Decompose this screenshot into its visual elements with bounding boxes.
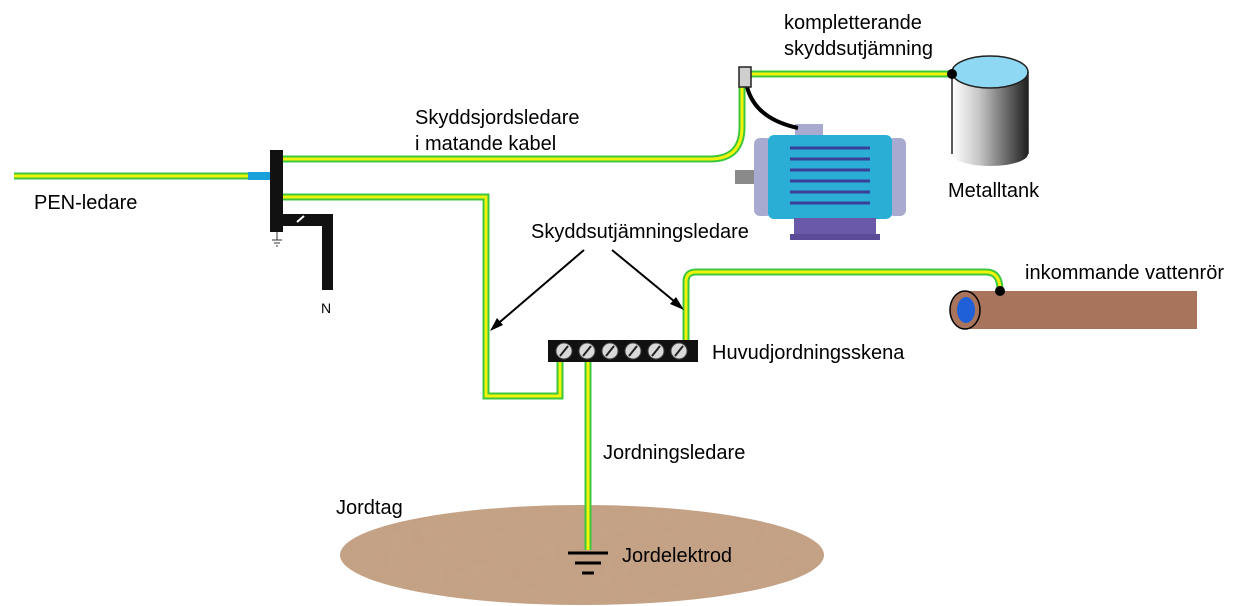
protective-earth-wire: [282, 84, 746, 163]
label-incoming-water-pipe: inkommande vattenrör: [1025, 262, 1224, 284]
label-earth-electrode: Jordelektrod: [622, 545, 732, 567]
label-main-earth-bar: Huvudjordningsskena: [712, 342, 905, 364]
small-earth-icon: [272, 232, 282, 247]
label-metal-tank: Metalltank: [948, 180, 1040, 202]
bonding-arrows: [490, 249, 684, 331]
main-earth-bar: [548, 340, 698, 362]
label-earthing-conductor: Jordningsledare: [603, 442, 745, 464]
metal-tank-icon: [951, 55, 1029, 166]
motor-fins: [790, 146, 870, 205]
motor-cable: [744, 81, 799, 130]
bar-screws: [555, 342, 688, 360]
pen-split-terminal: [270, 150, 333, 290]
water-pipe-icon: [949, 290, 1197, 330]
label-supplementary-2: skyddsutjämning: [784, 38, 933, 60]
pipe-connection-dot: [995, 286, 1005, 296]
label-bonding-conductors: Skyddsutjämningsledare: [531, 221, 749, 243]
electric-motor-icon: [735, 124, 906, 240]
ground-symbol-icon: [568, 551, 608, 575]
label-protective-earth-1: Skyddsjordsledare: [415, 107, 580, 129]
tank-connection-dot: [947, 69, 957, 79]
bonding-conductor-right: [682, 268, 1004, 342]
label-earth: Jordtag: [336, 497, 403, 519]
bonding-clamp: [738, 66, 752, 88]
label-pen-conductor: PEN-ledare: [34, 192, 137, 214]
bonding-conductor-left: [282, 193, 564, 400]
pen-blue-segment: [248, 172, 272, 180]
earth-ground-patch: [340, 505, 824, 605]
label-protective-earth-2: i matande kabel: [415, 133, 556, 155]
label-supplementary-1: kompletterande: [784, 12, 922, 34]
label-neutral: N: [321, 300, 331, 316]
